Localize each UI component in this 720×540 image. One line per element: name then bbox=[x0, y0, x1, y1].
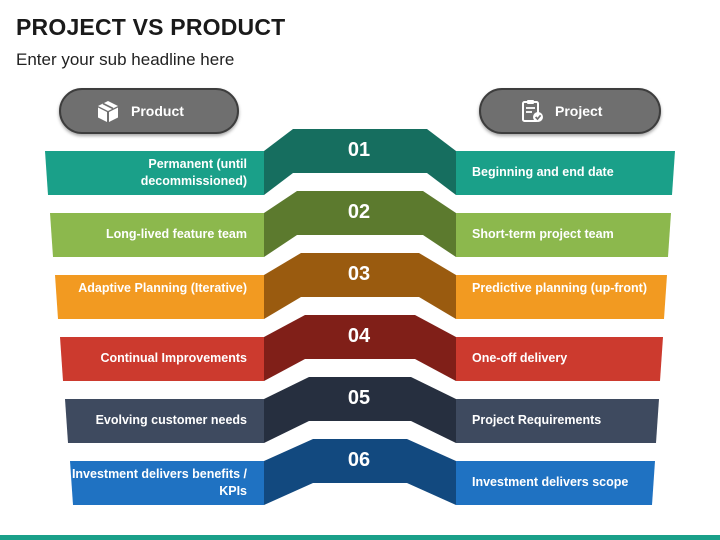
row-1-right-bar bbox=[456, 151, 675, 195]
row-6-number: 06 bbox=[347, 449, 371, 471]
row-1-project-text: Beginning and end date bbox=[472, 165, 614, 179]
row-3-product-text: Adaptive Planning (Iterative) bbox=[78, 281, 247, 295]
row-6-left-bar bbox=[70, 461, 264, 505]
row-2-project-text: Short-term project team bbox=[472, 227, 614, 241]
row-6-project-text: Investment delivers scope bbox=[472, 475, 629, 489]
row-6-right-fold bbox=[407, 439, 456, 505]
row-4-right-bar bbox=[456, 337, 663, 381]
project-header-pill: Project bbox=[479, 88, 661, 134]
row-6-right-bar bbox=[456, 461, 655, 505]
row-2-left-bar bbox=[50, 213, 264, 257]
row-2-left-fold bbox=[264, 191, 297, 257]
row-4-project-text: One-off delivery bbox=[472, 351, 568, 365]
row-5-right-fold bbox=[411, 377, 456, 443]
row-5-left-fold bbox=[264, 377, 309, 443]
row-4-number-block bbox=[305, 315, 415, 359]
row-5-product-text: Evolving customer needs bbox=[95, 413, 247, 427]
row-5-project-text: Project Requirements bbox=[472, 413, 602, 427]
row-2-right-bar bbox=[456, 213, 671, 257]
row-1-product-text: Permanent (until decommissioned) bbox=[140, 157, 247, 188]
product-header-label: Product bbox=[131, 103, 184, 119]
row-4-right-fold bbox=[415, 315, 456, 381]
row-2-right-fold bbox=[423, 191, 456, 257]
row-4-left-fold bbox=[264, 315, 305, 381]
row-3-number-block bbox=[301, 253, 419, 297]
row-1-left-fold bbox=[264, 129, 293, 195]
box-icon bbox=[95, 98, 121, 124]
row-5-number: 05 bbox=[347, 387, 371, 409]
row-3-left-bar bbox=[55, 275, 264, 319]
row-3-right-bar bbox=[456, 275, 667, 319]
row-6-left-fold bbox=[264, 439, 313, 505]
clipboard-check-icon bbox=[519, 98, 545, 124]
row-1-number: 01 bbox=[347, 139, 371, 161]
row-4-left-bar bbox=[60, 337, 264, 381]
row-1-right-fold bbox=[427, 129, 456, 195]
row-2-number-block bbox=[297, 191, 423, 235]
footer-bar bbox=[0, 535, 720, 540]
row-5-number-block bbox=[309, 377, 411, 421]
project-header-label: Project bbox=[555, 103, 603, 119]
row-6-number-block bbox=[313, 439, 407, 483]
row-3-project-text: Predictive planning (up-front) bbox=[472, 281, 647, 295]
row-5-right-bar bbox=[456, 399, 659, 443]
row-3-left-fold bbox=[264, 253, 301, 319]
page-subtitle: Enter your sub headline here bbox=[16, 50, 235, 69]
row-5-left-bar bbox=[65, 399, 264, 443]
row-1-left-bar bbox=[45, 151, 264, 195]
row-3-right-fold bbox=[419, 253, 456, 319]
row-2-product-text: Long-lived feature team bbox=[106, 227, 247, 241]
row-3-number: 03 bbox=[347, 263, 371, 285]
product-header-pill: Product bbox=[59, 88, 239, 134]
row-6-product-text: Investment delivers benefits / KPIs bbox=[71, 467, 247, 498]
row-1-number-block bbox=[293, 129, 427, 173]
page-title: PROJECT VS PRODUCT bbox=[16, 14, 286, 40]
row-4-number: 04 bbox=[347, 325, 371, 347]
row-2-number: 02 bbox=[347, 201, 371, 223]
row-4-product-text: Continual Improvements bbox=[100, 351, 247, 365]
